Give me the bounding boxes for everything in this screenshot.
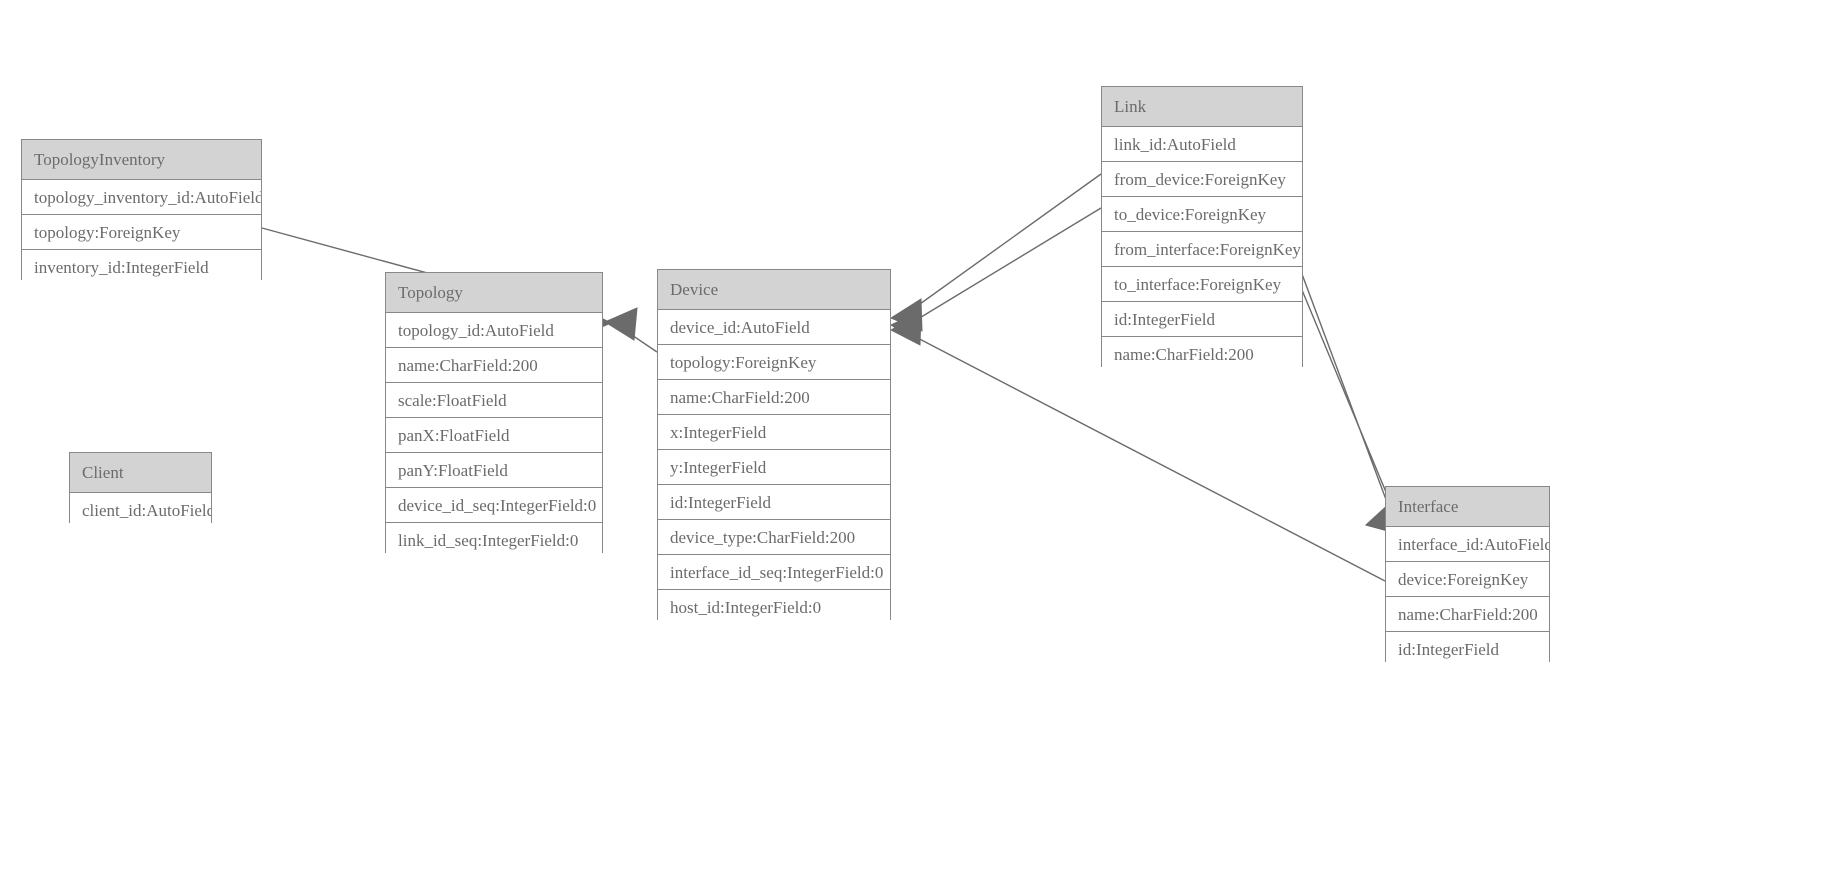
entity-field-topologyinventory-0: topology_inventory_id:AutoField [22,180,261,215]
entity-field-device-1: topology:ForeignKey [658,345,890,380]
entity-field-topologyinventory-1: topology:ForeignKey [22,215,261,250]
relation-line-link-to_interface [1301,289,1399,522]
entity-field-interface-3: id:IntegerField [1386,632,1549,667]
entity-field-device-5: id:IntegerField [658,485,890,520]
entity-field-device-8: host_id:IntegerField:0 [658,590,890,625]
entity-title-topology: Topology [386,273,602,313]
entity-title-link: Link [1102,87,1302,127]
entity-field-device-3: x:IntegerField [658,415,890,450]
entity-field-topology-1: name:CharField:200 [386,348,602,383]
entity-field-topology-5: device_id_seq:IntegerField:0 [386,488,602,523]
entity-field-interface-0: interface_id:AutoField [1386,527,1549,562]
relation-line-link-to_device [907,207,1102,326]
entity-field-interface-1: device:ForeignKey [1386,562,1549,597]
entity-field-device-2: name:CharField:200 [658,380,890,415]
relation-link-from_device [889,173,1102,332]
entity-field-client-0: client_id:AutoField [70,493,211,528]
relation-link-to_device [889,207,1102,346]
entity-field-link-2: to_device:ForeignKey [1102,197,1302,232]
entity-field-interface-2: name:CharField:200 [1386,597,1549,632]
entity-field-link-5: id:IntegerField [1102,302,1302,337]
relation-link-from_interface [1295,257,1400,535]
entity-field-topologyinventory-2: inventory_id:IntegerField [22,250,261,285]
entity-field-device-7: interface_id_seq:IntegerField:0 [658,555,890,590]
entity-field-topology-6: link_id_seq:IntegerField:0 [386,523,602,558]
relation-line-link-from_device [905,173,1102,315]
relation-arrowhead-interface-device [889,310,922,344]
relation-line-link-from_interface [1295,257,1395,522]
relation-arrowhead-link-to_device [889,312,922,346]
entity-field-link-3: from_interface:ForeignKey [1102,232,1302,267]
entity-field-topology-3: panX:FloatField [386,418,602,453]
relation-arrowhead-link-from_device [889,298,923,332]
entity-title-topologyinventory: TopologyInventory [22,140,261,180]
entity-field-device-6: device_type:CharField:200 [658,520,890,555]
entity-field-topology-2: scale:FloatField [386,383,602,418]
entity-field-device-4: y:IntegerField [658,450,890,485]
entity-field-link-0: link_id:AutoField [1102,127,1302,162]
entity-title-client: Client [70,453,211,493]
entity-field-link-1: from_device:ForeignKey [1102,162,1302,197]
entity-field-link-6: name:CharField:200 [1102,337,1302,372]
relation-arrowhead-device-topology [603,307,638,341]
relation-line-device-topology [616,324,658,353]
entity-field-link-4: to_interface:ForeignKey [1102,267,1302,302]
entity-field-device-0: device_id:AutoField [658,310,890,345]
entity-title-interface: Interface [1386,487,1549,527]
entity-field-topology-0: topology_id:AutoField [386,313,602,348]
relation-device-topology [603,307,658,353]
entity-title-device: Device [658,270,890,310]
entity-field-topology-4: panY:FloatField [386,453,602,488]
